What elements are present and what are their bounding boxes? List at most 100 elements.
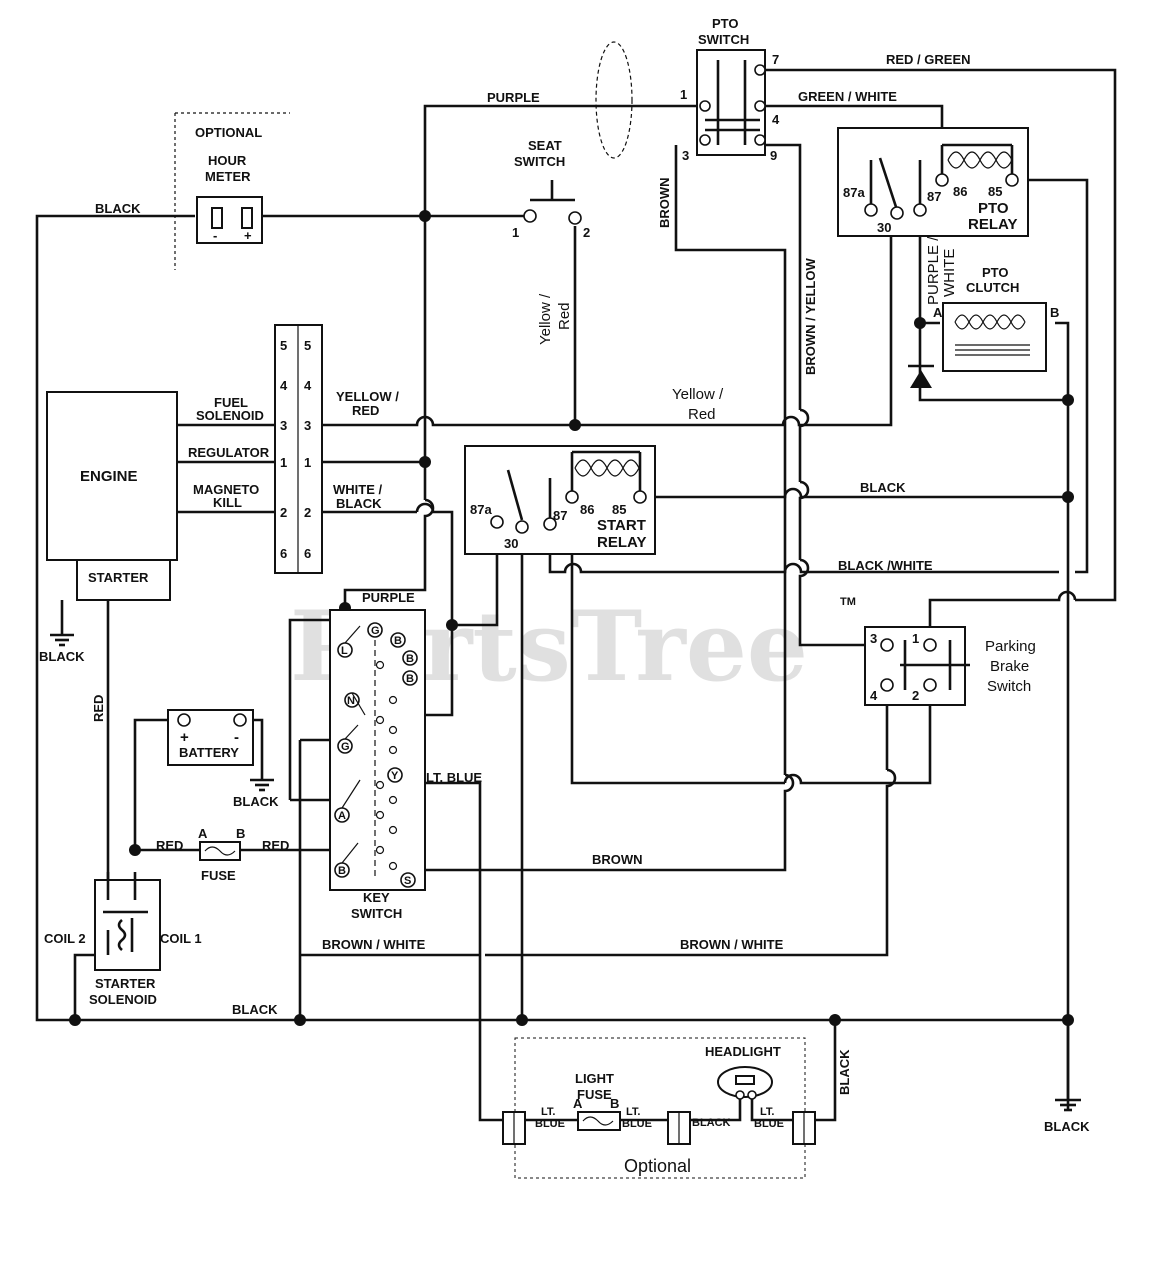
components-key_switch-pos-6-label: G <box>341 741 350 753</box>
components-parking_brake-line2-label: Brake <box>990 658 1029 675</box>
wires-lt-label: LT. <box>760 1106 774 1118</box>
components-key_switch-line1-label: KEY <box>363 890 390 905</box>
components-connector-right_pins-0-label: 5 <box>304 338 311 353</box>
components-pto_switch-pins-2-label: 4 <box>772 112 780 127</box>
wires-red-label: RED <box>91 695 106 722</box>
components-connector-right_pins-4-label: 2 <box>304 505 311 520</box>
components-starter_solenoid-line1-label: STARTER <box>95 976 156 991</box>
wires-white_black_2-label: BLACK <box>336 496 382 511</box>
components-fuse-label-label: FUSE <box>201 868 236 883</box>
wires-blue-label: BLUE <box>622 1118 652 1130</box>
engine: ENGINE STARTER FUEL SOLENOID REGULATOR M… <box>46 391 275 601</box>
components-parking_brake-pins-2-label: 4 <box>870 688 878 703</box>
components-hour_meter-minus-label: - <box>213 228 217 243</box>
components-engine-fuel_solenoid_1-label: FUEL <box>214 395 248 410</box>
components-parking_brake-pins-0-label: 3 <box>870 631 877 646</box>
components-engine-magneto_2-label: KILL <box>213 495 242 510</box>
components-optional_box-label-label: Optional <box>624 1156 691 1176</box>
hour-meter: OPTIONAL HOUR METER - + <box>174 112 290 270</box>
wires-red_green-label: RED / GREEN <box>886 52 971 67</box>
wires-brown-label: BROWN <box>657 177 672 228</box>
wire-labels: PURPLE RED / GREEN GREEN / WHITE BLACK B… <box>39 52 1090 1134</box>
components-pto_clutch-line2-label: CLUTCH <box>966 280 1019 295</box>
wires-brown-label: BROWN <box>592 852 643 867</box>
components-parking_brake-pins-1-label: 1 <box>912 631 919 646</box>
components-key_switch-pos-9-label: B <box>338 865 346 877</box>
components-fuse-b-label: B <box>236 826 245 841</box>
components-key_switch-pos-5-label: N <box>347 695 355 707</box>
components-key_switch-pos-3-label: B <box>406 673 414 685</box>
components-key_switch-pos-2-label: B <box>406 653 414 665</box>
start-relay: 87a 30 87 86 85 START RELAY <box>464 445 656 555</box>
components-hour_meter-line1-label: HOUR <box>208 153 247 168</box>
wires-black-label: BLACK <box>692 1117 731 1129</box>
wires-black-label: BLACK <box>232 1002 278 1017</box>
components-seat_switch-line1-label: SEAT <box>528 138 562 153</box>
components-connector-right_pins-1-label: 4 <box>304 378 312 393</box>
components-optional_box-light_fuse_2-label: FUSE <box>577 1087 612 1102</box>
wires-black-label: BLACK <box>1044 1119 1090 1134</box>
wires-yellow_red_conn_1-label: YELLOW / <box>336 389 399 404</box>
wires-lt_blue-label: LT. BLUE <box>426 770 482 785</box>
connector: 5 4 3 1 2 6 5 4 3 1 2 6 <box>274 324 323 574</box>
components-optional_box-b-label: B <box>610 1096 619 1111</box>
components-connector-left_pins-4-label: 2 <box>280 505 287 520</box>
components-pto_clutch-b-label: B <box>1050 305 1059 320</box>
components-hour_meter-plus-label: + <box>244 228 252 243</box>
components-connector-left_pins-0-label: 5 <box>280 338 287 353</box>
wires-purple_white_1-label: PURPLE / <box>925 236 942 305</box>
components-battery-minus-label: - <box>234 729 239 746</box>
components-start_relay-line1-label: START <box>597 517 646 534</box>
wires-black-label: BLACK <box>860 480 906 495</box>
components-pto_switch-pins-4-label: 9 <box>770 148 777 163</box>
wires-yellow_red_v1-label: Yellow / <box>537 293 554 345</box>
components-connector-left_pins-3-label: 1 <box>280 455 287 470</box>
components-pto_switch-pins-3-label: 3 <box>682 148 689 163</box>
wires-purple-label: PURPLE <box>362 590 415 605</box>
components-pto_switch-line1-label: PTO <box>712 16 739 31</box>
components-pto_relay-pins-3-label: 86 <box>953 184 967 199</box>
components-start_relay-line2-label: RELAY <box>597 534 646 551</box>
components-connector-right_pins-5-label: 6 <box>304 546 311 561</box>
components-engine-starter-label: STARTER <box>88 570 149 585</box>
components-connector-left_pins-1-label: 4 <box>280 378 288 393</box>
components-fuse-a-label: A <box>198 826 208 841</box>
components-parking_brake-pins-3-label: 2 <box>912 688 919 703</box>
seat-switch: SEAT SWITCH 1 2 <box>512 138 590 240</box>
wires-white_black_1-label: WHITE / <box>333 482 382 497</box>
components-starter_solenoid-coil2-label: COIL 2 <box>44 931 86 946</box>
wires-purple_white_2-label: WHITE <box>941 249 958 297</box>
wires-red-label: RED <box>156 838 183 853</box>
components-connector-left_pins-5-label: 6 <box>280 546 287 561</box>
components-pto_relay-pins-1-label: 30 <box>877 220 891 235</box>
wires-red-label: RED <box>262 838 289 853</box>
pto-switch: PTO SWITCH 7 1 4 3 9 <box>680 16 780 163</box>
starter-solenoid: COIL 2 COIL 1 STARTER SOLENOID <box>44 872 202 1007</box>
components-optional_box-light_fuse_1-label: LIGHT <box>575 1071 614 1086</box>
wires-yellow_red_mid_2-label: Red <box>688 406 716 423</box>
components-pto_relay-line1-label: PTO <box>978 200 1009 217</box>
components-battery-label-label: BATTERY <box>179 745 239 760</box>
wires-yellow_red_mid_1-label: Yellow / <box>672 386 724 403</box>
components-pto_switch-pins-1-label: 1 <box>680 87 687 102</box>
components-key_switch-pos-0-label: G <box>371 625 380 637</box>
components-seat_switch-line2-label: SWITCH <box>514 154 565 169</box>
components-pto_switch-line2-label: SWITCH <box>698 32 749 47</box>
parking-brake-switch: 3 1 4 2 Parking Brake Switch <box>864 626 1036 706</box>
components-key_switch-pos-4-label: L <box>341 645 348 657</box>
components-pto_relay-line2-label: RELAY <box>968 216 1017 233</box>
junction-dots <box>69 210 1074 1026</box>
components-key_switch-pos-1-label: B <box>394 635 402 647</box>
components-parking_brake-line3-label: Switch <box>987 678 1031 695</box>
harness-marker <box>595 41 633 159</box>
key-switch: G B B B L N G Y A B S KEY <box>329 609 426 921</box>
wires-purple-label: PURPLE <box>487 90 540 105</box>
components-pto_relay-pins-4-label: 85 <box>988 184 1002 199</box>
components-key_switch-pos-10-label: S <box>404 875 411 887</box>
components-start_relay-pins-1-label: 30 <box>504 536 518 551</box>
components-pto_clutch-line1-label: PTO <box>982 265 1009 280</box>
components-start_relay-pins-3-label: 86 <box>580 502 594 517</box>
wires-lt-label: LT. <box>541 1106 555 1118</box>
